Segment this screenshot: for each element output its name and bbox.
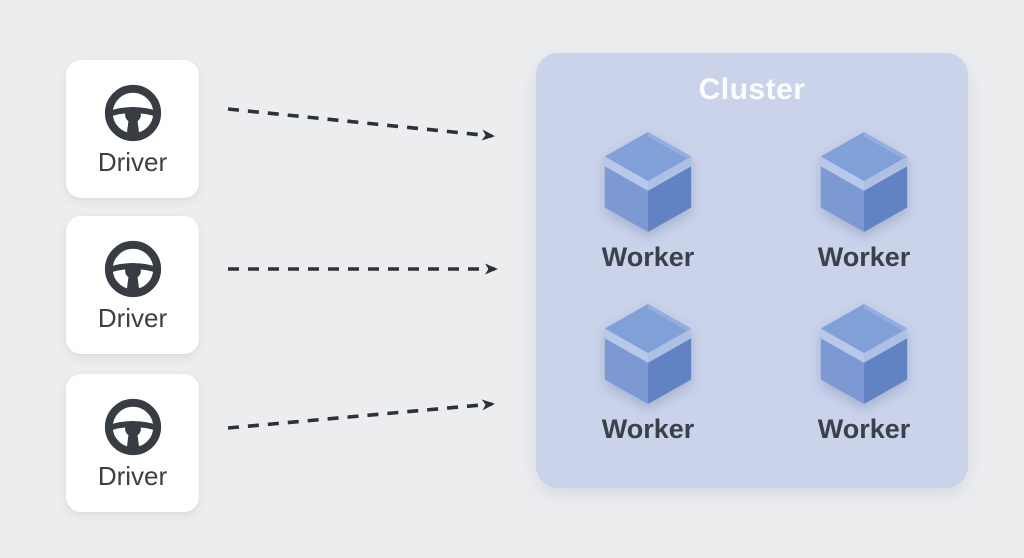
steering-wheel-icon xyxy=(104,240,162,298)
cluster-panel: Cluster Worker xyxy=(536,53,968,488)
driver-card-3: Driver xyxy=(66,374,199,512)
worker-unit-1: Worker xyxy=(578,130,718,271)
worker-unit-3: Worker xyxy=(578,302,718,443)
arrow-driver1-to-cluster xyxy=(227,107,495,141)
driver-card-2: Driver xyxy=(66,216,199,354)
arrow-driver3-to-cluster xyxy=(227,399,495,430)
cube-icon xyxy=(818,130,910,232)
driver-card-1: Driver xyxy=(66,60,199,198)
driver-label: Driver xyxy=(97,146,168,177)
driver-label: Driver xyxy=(97,460,168,491)
worker-label: Worker xyxy=(817,242,911,272)
driver-label: Driver xyxy=(97,302,168,333)
worker-label: Worker xyxy=(817,414,911,444)
cluster-title: Cluster xyxy=(698,73,806,106)
worker-label: Worker xyxy=(601,414,695,444)
cube-icon xyxy=(818,302,910,404)
cube-icon xyxy=(602,302,694,404)
steering-wheel-icon xyxy=(104,398,162,456)
cube-icon xyxy=(602,130,694,232)
worker-label: Worker xyxy=(601,242,695,272)
worker-unit-4: Worker xyxy=(794,302,934,443)
steering-wheel-icon xyxy=(104,84,162,142)
worker-unit-2: Worker xyxy=(794,130,934,271)
